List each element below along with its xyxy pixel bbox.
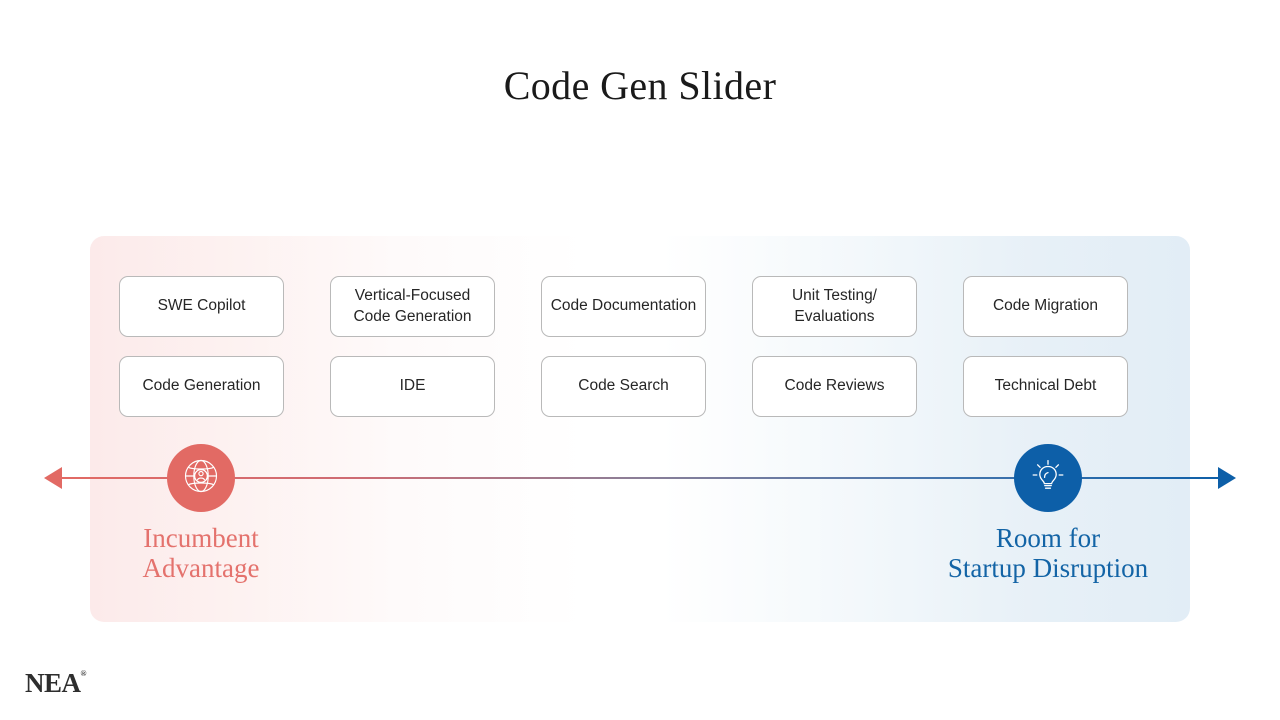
spectrum-panel: SWE Copilot Vertical-Focused Code Genera… bbox=[90, 236, 1190, 622]
card-ide[interactable]: IDE bbox=[330, 356, 495, 417]
card-row-2: Code Generation IDE Code Search Code Rev… bbox=[119, 356, 1161, 417]
spectrum-axis-line bbox=[60, 477, 1226, 479]
card-code-migration[interactable]: Code Migration bbox=[963, 276, 1128, 337]
startup-disruption-caption: Room for Startup Disruption bbox=[888, 523, 1208, 583]
caption-line-2: Startup Disruption bbox=[947, 552, 1149, 583]
card-unit-testing-evaluations[interactable]: Unit Testing/ Evaluations bbox=[752, 276, 917, 337]
logo-wordmark: NEA bbox=[25, 668, 81, 698]
startup-disruption-node[interactable] bbox=[1014, 444, 1082, 512]
incumbent-advantage-caption: Incumbent Advantage bbox=[41, 523, 361, 583]
incumbent-node[interactable] bbox=[167, 444, 235, 512]
page-title: Code Gen Slider bbox=[503, 63, 777, 108]
card-swe-copilot[interactable]: SWE Copilot bbox=[119, 276, 284, 337]
caption-line-1: Incumbent bbox=[143, 523, 259, 553]
globe-person-icon bbox=[181, 456, 221, 501]
card-label: Code Generation bbox=[142, 377, 261, 395]
lightbulb-icon bbox=[1028, 456, 1068, 501]
card-label: Unit Testing/ Evaluations bbox=[791, 287, 877, 325]
nea-logo: NEA ® bbox=[25, 668, 87, 699]
caption-line-2: Advantage bbox=[142, 552, 260, 583]
card-label: Code Search bbox=[578, 377, 669, 395]
card-label: Code Reviews bbox=[784, 377, 885, 395]
card-label: Code Migration bbox=[992, 297, 1099, 315]
card-label: Technical Debt bbox=[994, 377, 1097, 395]
card-grid: SWE Copilot Vertical-Focused Code Genera… bbox=[119, 276, 1161, 436]
arrow-right-icon bbox=[1218, 467, 1236, 489]
card-row-1: SWE Copilot Vertical-Focused Code Genera… bbox=[119, 276, 1161, 337]
card-code-documentation[interactable]: Code Documentation bbox=[541, 276, 706, 337]
card-code-search[interactable]: Code Search bbox=[541, 356, 706, 417]
card-label: IDE bbox=[399, 377, 426, 395]
card-label: Vertical-Focused Code Generation bbox=[353, 287, 472, 325]
card-code-reviews[interactable]: Code Reviews bbox=[752, 356, 917, 417]
card-label: Code Documentation bbox=[550, 297, 697, 315]
arrow-left-icon bbox=[44, 467, 62, 489]
logo-registered-mark: ® bbox=[80, 669, 87, 678]
card-code-generation[interactable]: Code Generation bbox=[119, 356, 284, 417]
card-label: SWE Copilot bbox=[157, 297, 246, 315]
card-technical-debt[interactable]: Technical Debt bbox=[963, 356, 1128, 417]
caption-line-1: Room for bbox=[995, 523, 1101, 553]
card-vertical-focused-code-generation[interactable]: Vertical-Focused Code Generation bbox=[330, 276, 495, 337]
